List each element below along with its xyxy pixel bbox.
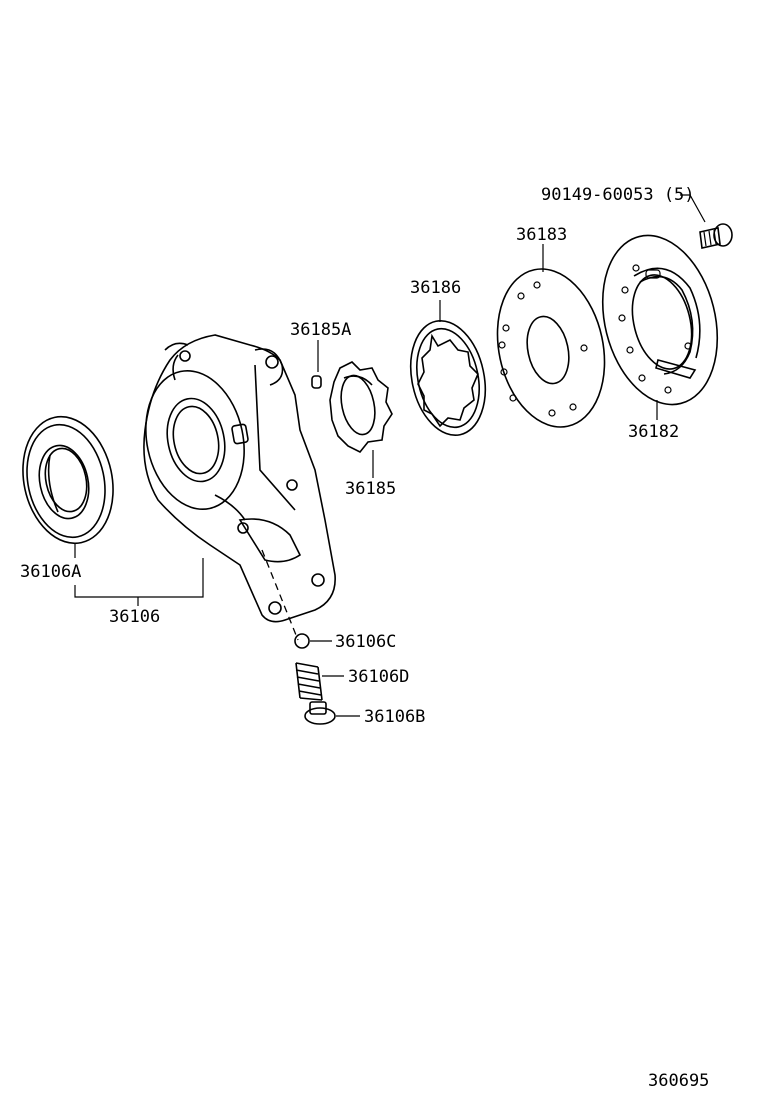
pump-body-label: 36106	[109, 607, 160, 627]
plate-label: 36183	[516, 225, 567, 245]
bolt-label: 90149-60053 (5)	[541, 185, 695, 205]
plate-part[interactable]	[484, 259, 619, 437]
leader-lines	[74, 194, 706, 717]
check-ball-part[interactable]	[294, 633, 310, 649]
drive-gear-label: 36185	[345, 479, 396, 499]
spring-label: 36106D	[348, 667, 409, 687]
ball-label: 36106C	[335, 632, 396, 652]
pump-body-part[interactable]	[133, 334, 336, 623]
pin-part[interactable]	[311, 375, 322, 389]
ring-gear-label: 36186	[410, 278, 461, 298]
oil-seal-part[interactable]	[12, 408, 125, 551]
pin-label: 36185A	[290, 320, 351, 340]
plug-label: 36106B	[364, 707, 425, 727]
bolt-part[interactable]	[699, 223, 733, 249]
plug-part[interactable]	[304, 701, 336, 725]
drive-gear-part[interactable]	[329, 361, 393, 454]
cover-label: 36182	[628, 422, 679, 442]
pump-cover-part[interactable]	[586, 223, 734, 417]
spring-part[interactable]	[295, 662, 323, 701]
drawing-number: 360695	[648, 1071, 709, 1091]
ring-gear-part[interactable]	[401, 314, 496, 442]
oil-seal-label: 36106A	[20, 562, 81, 582]
